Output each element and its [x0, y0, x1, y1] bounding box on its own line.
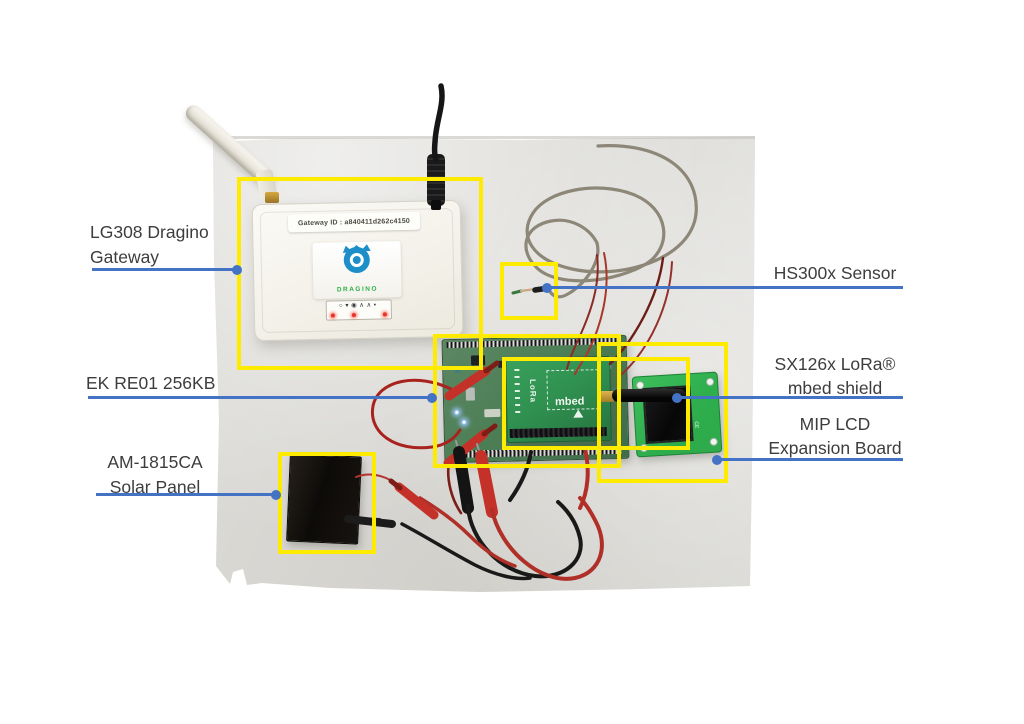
callout-shield-line1: SX126x LoRa® — [774, 354, 896, 374]
callout-solar-line1: AM-1815CA — [107, 452, 203, 472]
callout-lcd-line2: Expansion Board — [768, 438, 902, 458]
callout-sensor: HS300x Sensor — [755, 261, 915, 286]
foam-board-top-edge — [213, 136, 755, 139]
leader-dot — [232, 264, 242, 275]
leader-line-gateway — [92, 264, 242, 275]
callout-ek-board: EK RE01 256KB — [86, 371, 215, 396]
leader-dot — [672, 392, 682, 403]
callout-solar-panel: AM-1815CA Solar Panel — [97, 450, 213, 500]
callout-lcd-line1: MIP LCD — [799, 414, 871, 434]
callout-gateway-line1: LG308 Dragino — [90, 222, 209, 242]
highlight-box-lcd-board — [597, 342, 728, 483]
callout-lcd-board: MIP LCD Expansion Board — [750, 412, 920, 460]
leader-dot — [712, 454, 722, 465]
stub-antenna — [612, 389, 686, 402]
leader-line-sensor — [542, 282, 903, 293]
callout-gateway: LG308 Dragino Gateway — [90, 220, 209, 270]
shield-sma-connector — [600, 391, 614, 402]
callout-lora-shield: SX126x LoRa® mbed shield — [750, 352, 920, 400]
leader-line-lcd-board — [712, 454, 903, 465]
leader-dot — [542, 282, 552, 293]
leader-dot — [427, 392, 437, 403]
callout-sensor-line1: HS300x Sensor — [773, 263, 897, 283]
leader-line-ek-board — [88, 392, 437, 403]
callout-ek-line1: EK RE01 256KB — [86, 373, 216, 393]
gateway-sma-connector — [265, 192, 279, 203]
callout-shield-line2: mbed shield — [787, 378, 883, 398]
callout-solar-line2: Solar Panel — [109, 477, 201, 497]
highlight-box-solar-panel — [278, 452, 376, 554]
leader-dot — [271, 489, 281, 500]
callout-gateway-line2: Gateway — [90, 247, 160, 267]
power-plug-tip — [431, 200, 441, 210]
leader-line-lora-shield — [672, 392, 903, 403]
leader-line-solar-panel — [96, 489, 281, 500]
